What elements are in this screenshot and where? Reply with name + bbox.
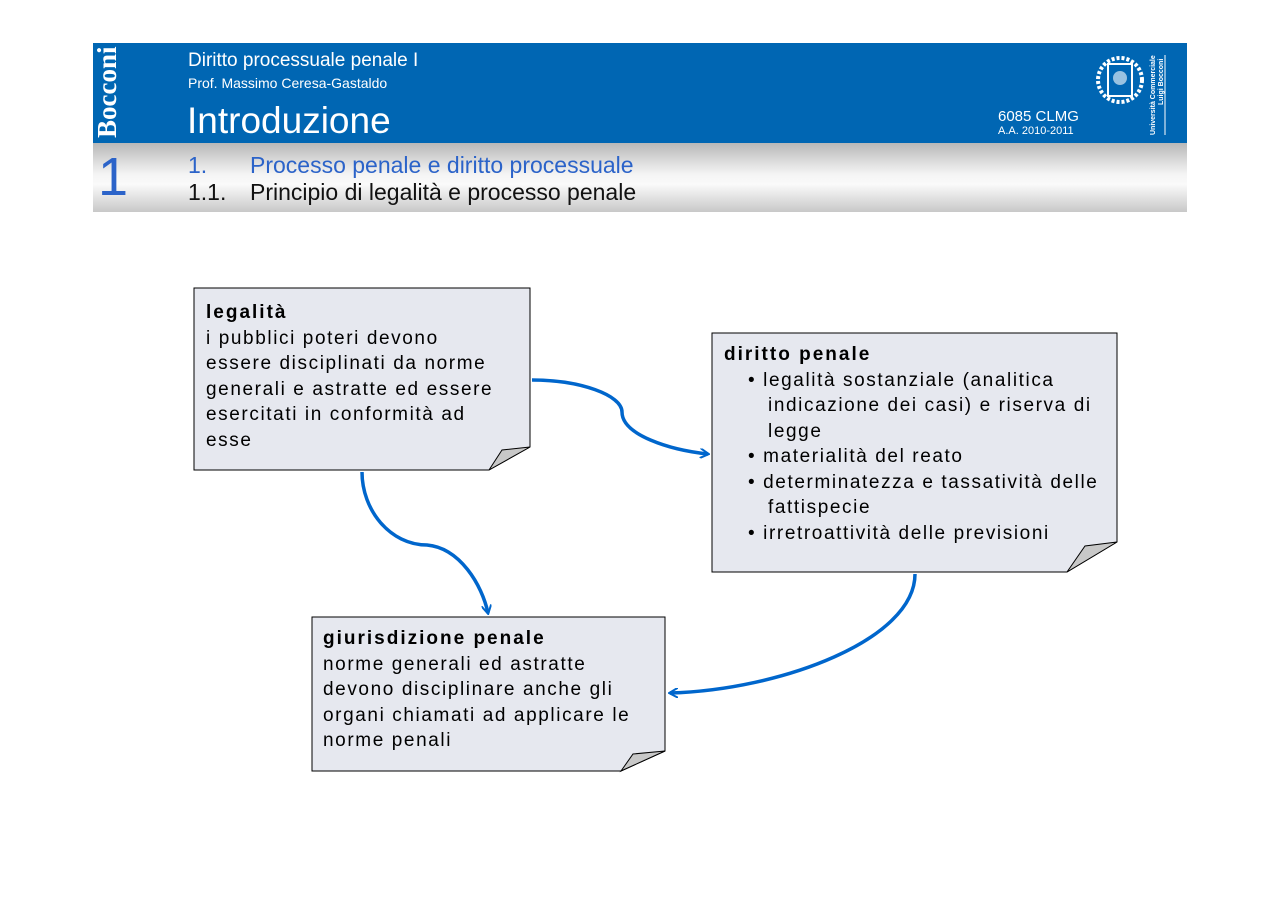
- text-line: devono disciplinare anche gli: [323, 679, 614, 700]
- course-code: 6085 CLMG: [998, 108, 1079, 125]
- text-line: generali e astratte ed essere: [206, 378, 494, 400]
- section-number: 1.: [188, 152, 208, 178]
- text-line: norme generali ed astratte: [323, 653, 587, 675]
- bullet-item: • materialità del reato: [748, 446, 964, 467]
- giurisdizione-text: giurisdizione penale norme generali ed a…: [323, 626, 630, 754]
- arrow-legalita-to-diritto: [531, 378, 708, 454]
- bullet-item: • determinatezza e tassatività delle fat…: [748, 471, 1099, 519]
- subsection-number: 1.1.: [188, 179, 227, 205]
- subsection-title: Principio di legalità e processo penale: [250, 179, 637, 205]
- academic-year: A.A. 2010-2011: [998, 125, 1074, 137]
- text-line: esse: [206, 429, 253, 451]
- legalita-title: legalità: [206, 302, 288, 323]
- arrow-legalita-to-giurisdizione: [360, 471, 488, 613]
- page-title: Introduzione: [187, 100, 391, 141]
- giurisdizione-title: giurisdizione penale: [323, 628, 546, 649]
- professor: Prof. Massimo Ceresa-Gastaldo: [188, 75, 388, 91]
- text-line: essere disciplinati da norme: [206, 353, 487, 374]
- bullet-item: • legalità sostanziale (analitica indica…: [748, 369, 1092, 442]
- text-line: norme penali: [323, 730, 453, 751]
- section-band: [93, 143, 1187, 212]
- header-bar: [93, 43, 1187, 143]
- bullet-item: • irretroattività delle previsioni: [748, 522, 1050, 544]
- text-line: i pubblici poteri devono: [206, 327, 439, 349]
- arrow-diritto-to-giurisdizione: [670, 573, 917, 693]
- text-line: esercitati in conformità ad: [206, 404, 466, 425]
- course-title: Diritto processuale penale I: [188, 50, 419, 71]
- note-legalita: [193, 287, 531, 471]
- note-giurisdizione: [311, 616, 666, 773]
- legalita-text: legalità i pubblici poteri devono essere…: [206, 300, 493, 453]
- diritto-penale-title: diritto penale: [724, 344, 872, 365]
- diritto-penale-text: diritto penale • legalità sostanziale (a…: [724, 342, 1104, 546]
- note-diritto-penale: [711, 332, 1118, 573]
- text-line: organi chiamati ad applicare le: [323, 704, 631, 726]
- section-title: Processo penale e diritto processuale: [250, 152, 634, 178]
- chapter-number: 1: [98, 147, 129, 207]
